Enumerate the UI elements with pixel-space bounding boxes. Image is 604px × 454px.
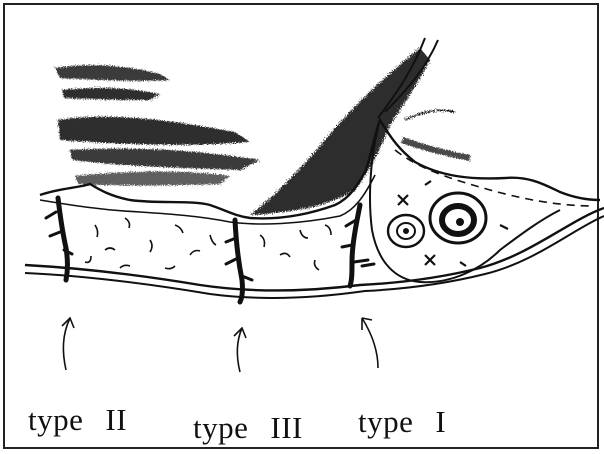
- label-type-ii: type II: [28, 402, 127, 438]
- label-word: type: [28, 402, 83, 437]
- arrow-type-i: [362, 318, 378, 368]
- channel-type-i: [342, 205, 374, 286]
- layer-texture: [85, 218, 331, 270]
- hatched-shading-left: [55, 65, 260, 185]
- arrow-type-iii: [234, 328, 246, 372]
- label-numeral: II: [105, 402, 127, 437]
- label-type-i: type I: [358, 404, 446, 440]
- shaded-tissue-mass: [250, 38, 470, 215]
- label-numeral: III: [270, 410, 302, 445]
- arrow-type-ii: [62, 318, 74, 370]
- label-numeral: I: [435, 404, 446, 439]
- lower-membrane-inner: [25, 216, 604, 298]
- label-word: type: [193, 410, 248, 445]
- label-type-iii: type III: [193, 410, 303, 446]
- label-word: type: [358, 404, 413, 439]
